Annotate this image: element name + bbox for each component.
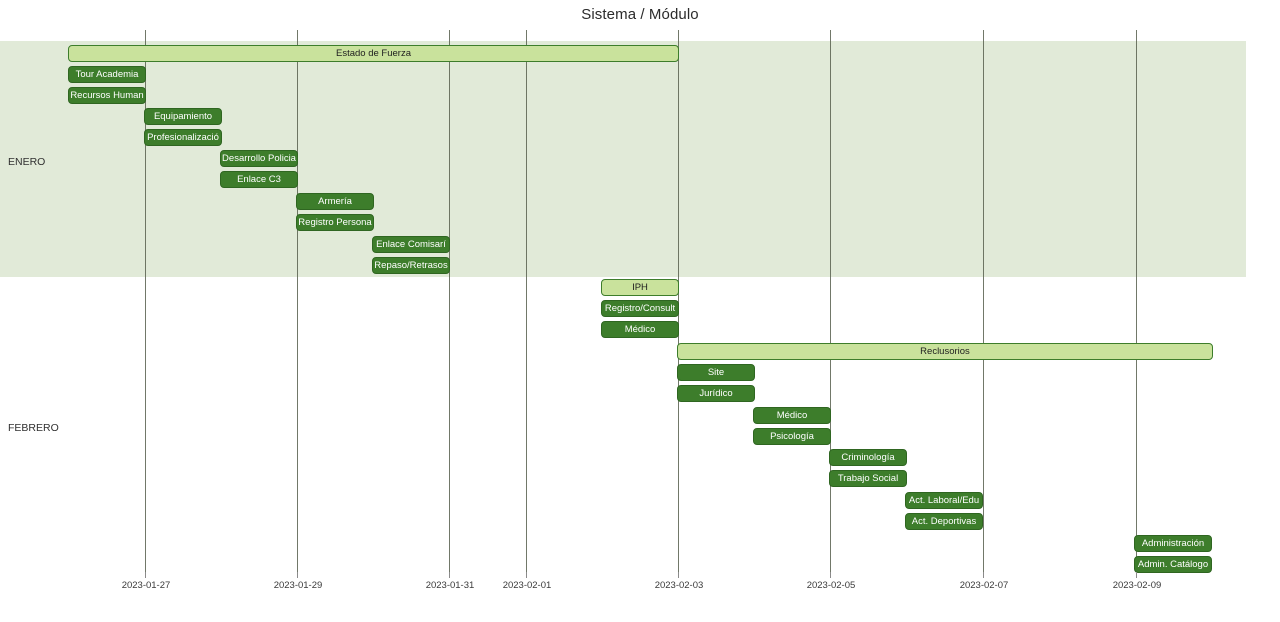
month-band-enero: [0, 41, 1246, 277]
gantt-bar[interactable]: Act. Laboral/Edu: [905, 492, 983, 509]
gantt-bar[interactable]: Recursos Human: [68, 87, 146, 104]
gantt-bar-label: Repaso/Retrasos: [374, 259, 448, 271]
tick-mark: [983, 572, 984, 578]
gridline-2023-02-07: [983, 30, 984, 572]
gantt-bar-label: Site: [707, 366, 725, 378]
gantt-bar-label: Registro/Consult: [604, 302, 676, 314]
x-tick-label: 2023-02-03: [654, 580, 704, 591]
gantt-bar[interactable]: Repaso/Retrasos: [372, 257, 450, 274]
gridline-2023-02-03: [678, 30, 679, 572]
gantt-bar-label: Criminología: [841, 451, 895, 463]
gantt-bar[interactable]: Médico: [753, 407, 831, 424]
gridline-2023-01-29: [297, 30, 298, 572]
gantt-bar[interactable]: Psicología: [753, 428, 831, 445]
gantt-bar-label: Registro Persona: [298, 216, 372, 228]
gantt-bar[interactable]: Profesionalizació: [144, 129, 222, 146]
gantt-bar-label: Enlace Comisarí: [376, 238, 446, 250]
x-tick-label: 2023-02-09: [1112, 580, 1162, 591]
gantt-bar-label: Jurídico: [699, 387, 733, 399]
gridline-2023-02-01: [526, 30, 527, 572]
gantt-bar[interactable]: Admin. Catálogo: [1134, 556, 1212, 573]
gantt-bar[interactable]: Administración: [1134, 535, 1212, 552]
gantt-bar-label: Enlace C3: [237, 173, 281, 185]
row-label-febrero: FEBRERO: [8, 422, 59, 434]
gantt-bar-label: Administración: [1141, 537, 1205, 549]
gantt-bar-label: Médico: [624, 323, 656, 335]
gantt-bar[interactable]: Act. Deportivas: [905, 513, 983, 530]
gantt-bar-label: Profesionalizació: [147, 131, 219, 143]
gantt-bar-label: Reclusorios: [920, 345, 970, 357]
row-label-enero: ENERO: [8, 156, 46, 168]
gantt-bar[interactable]: Tour Academia: [68, 66, 146, 83]
gantt-bar-label: Admin. Catálogo: [1137, 558, 1209, 570]
x-tick-label: 2023-02-01: [502, 580, 552, 591]
tick-mark: [449, 572, 450, 578]
tick-mark: [830, 572, 831, 578]
x-tick-label: 2023-01-29: [273, 580, 323, 591]
gridline-2023-01-27: [145, 30, 146, 572]
x-tick-label: 2023-02-05: [806, 580, 856, 591]
gridline-2023-02-05: [830, 30, 831, 572]
gantt-bar-label: IPH: [632, 281, 648, 293]
gantt-bar[interactable]: Site: [677, 364, 755, 381]
gantt-bar-label: Trabajo Social: [837, 472, 899, 484]
gantt-bar[interactable]: Trabajo Social: [829, 470, 907, 487]
tick-mark: [526, 572, 527, 578]
gantt-bar-label: Armería: [318, 195, 352, 207]
tick-mark: [678, 572, 679, 578]
gantt-bar-label: Equipamiento: [153, 110, 213, 122]
gantt-bar-label: Recursos Human: [70, 89, 144, 101]
gantt-bar-label: Desarrollo Policia: [222, 152, 296, 164]
x-tick-label: 2023-01-27: [121, 580, 171, 591]
gantt-bar[interactable]: Equipamiento: [144, 108, 222, 125]
gantt-bar[interactable]: IPH: [601, 279, 679, 296]
gantt-bar[interactable]: Enlace Comisarí: [372, 236, 450, 253]
gantt-bar[interactable]: Registro Persona: [296, 214, 374, 231]
tick-mark: [297, 572, 298, 578]
gantt-bar-label: Act. Deportivas: [911, 515, 977, 527]
gantt-bar[interactable]: Armería: [296, 193, 374, 210]
gantt-bar-label: Estado de Fuerza: [336, 47, 411, 59]
gantt-bar-label: Psicología: [770, 430, 814, 442]
gantt-bar[interactable]: Desarrollo Policia: [220, 150, 298, 167]
x-tick-label: 2023-01-31: [425, 580, 475, 591]
gantt-bar-label: Act. Laboral/Edu: [908, 494, 980, 506]
gantt-bar[interactable]: Enlace C3: [220, 171, 298, 188]
gantt-bar[interactable]: Médico: [601, 321, 679, 338]
tick-mark: [1136, 572, 1137, 578]
gantt-bar[interactable]: Jurídico: [677, 385, 755, 402]
chart-title: Sistema / Módulo: [581, 6, 699, 23]
gantt-bar[interactable]: Reclusorios: [677, 343, 1213, 360]
tick-mark: [145, 572, 146, 578]
gantt-bar[interactable]: Criminología: [829, 449, 907, 466]
gantt-bar-label: Médico: [776, 409, 808, 421]
gantt-bar-label: Tour Academia: [75, 68, 139, 80]
x-tick-label: 2023-02-07: [959, 580, 1009, 591]
gridline-2023-02-09: [1136, 30, 1137, 572]
gantt-bar[interactable]: Registro/Consult: [601, 300, 679, 317]
gantt-bar[interactable]: Estado de Fuerza: [68, 45, 679, 62]
gridline-2023-01-31: [449, 30, 450, 572]
